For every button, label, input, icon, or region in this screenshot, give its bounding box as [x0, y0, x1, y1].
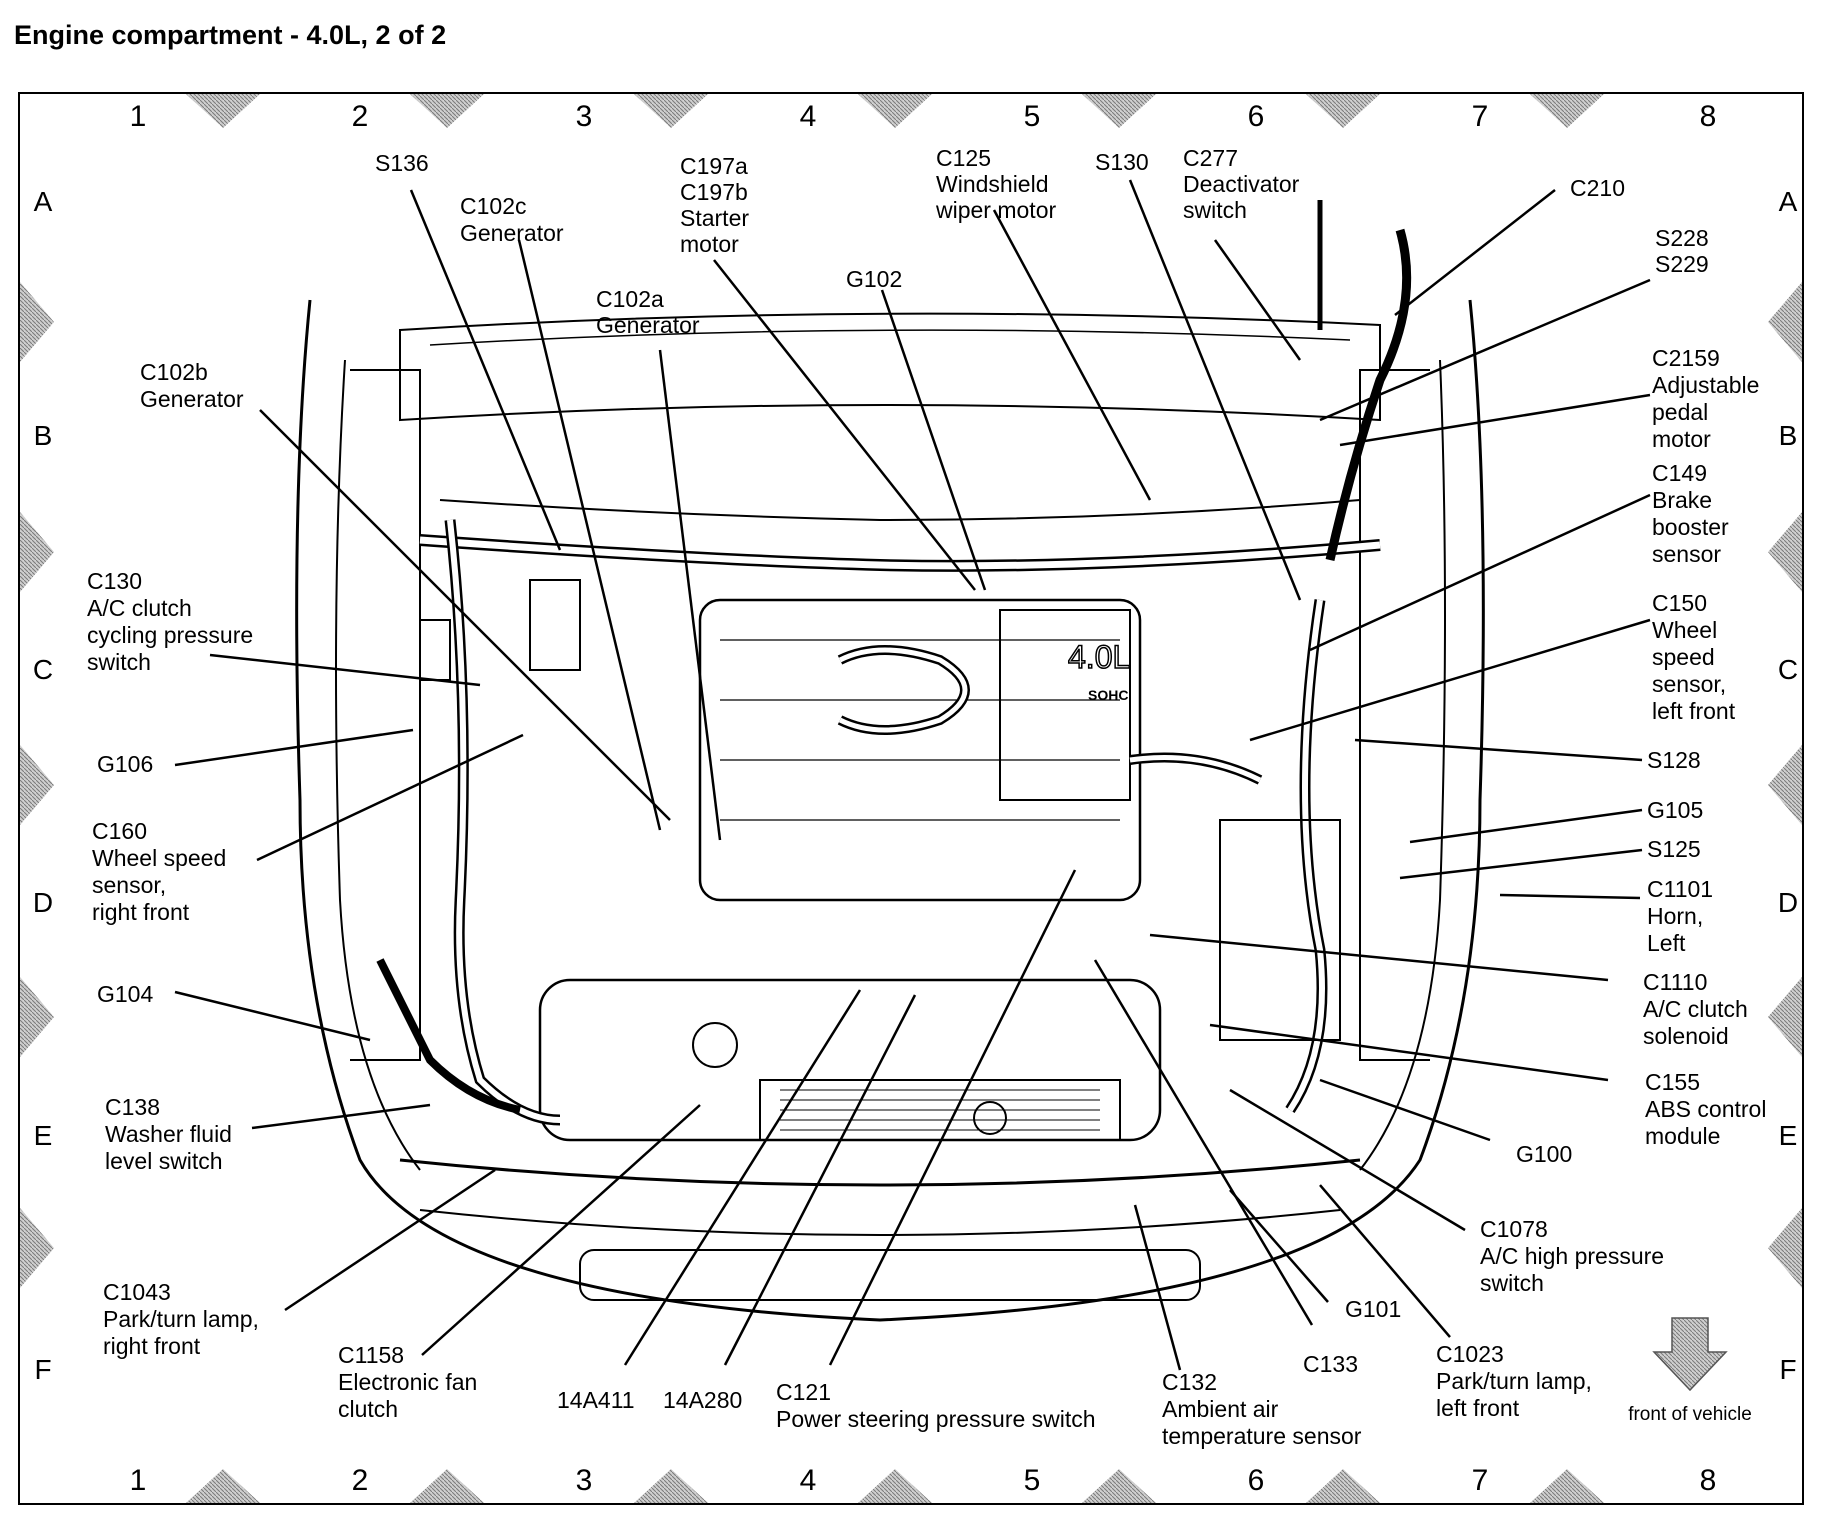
callout-s136: S136	[375, 150, 429, 176]
grid-row-label: B	[1779, 420, 1798, 451]
grid-col-label: 8	[1700, 1464, 1717, 1497]
grid-row-label: D	[1778, 887, 1798, 918]
callout-g101: G101	[1345, 1296, 1401, 1322]
grid-col-label: 7	[1472, 100, 1489, 133]
callout-s128: S128	[1647, 747, 1701, 773]
grid-row-label: F	[34, 1354, 51, 1385]
grid-col-label: 5	[1024, 1464, 1041, 1497]
callout-g105: G105	[1647, 797, 1703, 823]
grid-col-label: 4	[800, 1464, 817, 1497]
grid-row-label: E	[34, 1120, 53, 1151]
grid-row-label: F	[1779, 1354, 1796, 1385]
page-title: Engine compartment - 4.0L, 2 of 2	[14, 20, 447, 50]
callout-g100: G100	[1516, 1141, 1572, 1167]
vehicle-illustration	[295, 200, 1485, 1322]
grid-row-label: A	[34, 186, 53, 217]
grid-col-label: 8	[1700, 100, 1717, 133]
down-arrow-icon	[1652, 1317, 1728, 1392]
grid-row-label: E	[1779, 1120, 1798, 1151]
engine-displacement-mark: 4.0L	[1068, 639, 1130, 675]
grid-col-label: 5	[1024, 100, 1041, 133]
callout-c210: C210	[1570, 175, 1625, 201]
front-of-vehicle-indicator: front of vehicle	[1628, 1317, 1752, 1425]
callout-c133: C133	[1303, 1351, 1358, 1377]
diagram-frame	[18, 92, 1804, 1505]
callout-s125: S125	[1647, 836, 1701, 862]
grid-row-label: D	[33, 887, 53, 918]
grid-col-label: 3	[576, 1464, 593, 1497]
grid-row-label: B	[34, 420, 53, 451]
grid-col-label: 7	[1472, 1464, 1489, 1497]
grid-col-label: 2	[352, 100, 369, 133]
grid-col-label: 6	[1248, 1464, 1265, 1497]
grid-col-label: 1	[130, 100, 147, 133]
callout-14a280: 14A280	[663, 1387, 742, 1413]
grid-col-label: 1	[130, 1464, 147, 1497]
grid-col-label: 4	[800, 100, 817, 133]
front-of-vehicle-label: front of vehicle	[1628, 1404, 1752, 1425]
callout-g104: G104	[97, 981, 153, 1007]
callout-g106: G106	[97, 751, 153, 777]
grid-row-labels: A B C D E F A B C D E F	[33, 186, 1798, 1385]
leader-lines	[174, 179, 1651, 1371]
grid-row-label: C	[33, 654, 53, 685]
engine-variant-mark: SOHC	[1088, 687, 1128, 703]
callout-14a411: 14A411	[557, 1387, 635, 1413]
grid-row-label: C	[1778, 654, 1798, 685]
grid-column-labels: 1 2 3 4 5 6 7 8 1 2 3 4 5 6 7 8	[130, 100, 1717, 1497]
callout-s130: S130	[1095, 149, 1149, 175]
grid-markers	[20, 94, 1802, 1503]
grid-row-label: A	[1779, 186, 1798, 217]
grid-col-label: 2	[352, 1464, 369, 1497]
grid-col-label: 6	[1248, 100, 1265, 133]
grid-col-label: 3	[576, 100, 593, 133]
callout-g102: G102	[846, 266, 902, 292]
